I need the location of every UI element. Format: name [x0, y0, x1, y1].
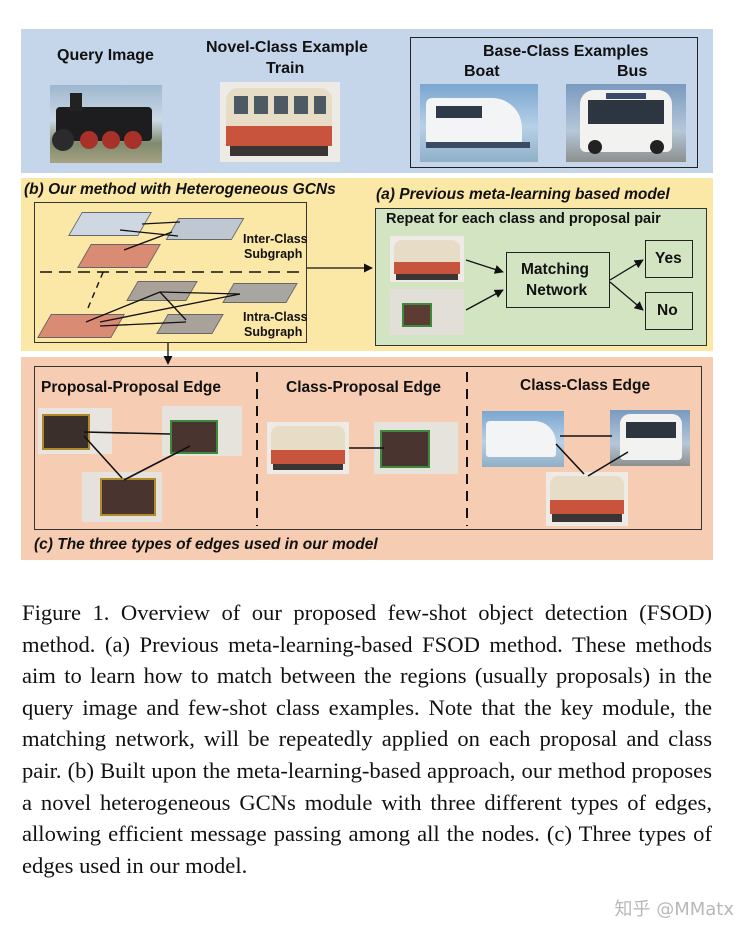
network-label: Network — [526, 282, 588, 299]
bus-photo — [566, 84, 686, 162]
subgraph-link-dashed — [87, 269, 105, 309]
yes-label: Yes — [655, 250, 682, 267]
inter-edge-2 — [141, 221, 181, 225]
no-box — [645, 292, 693, 330]
no-label: No — [657, 302, 678, 319]
method-inner-box — [34, 202, 307, 343]
matching-to-yes-arrow — [609, 259, 644, 281]
matching-label: Matching — [521, 261, 590, 278]
intra-edge-5 — [99, 321, 187, 327]
edges-panel — [21, 357, 713, 560]
novel-class-label: Novel-Class Example — [206, 39, 368, 56]
proposal-to-matching-arrow — [465, 289, 504, 311]
figure-caption: Figure 1. Overview of our proposed few-s… — [22, 600, 712, 878]
inter-edge-1 — [119, 229, 179, 237]
cc-class-bus — [610, 410, 690, 466]
pp-proposal-1 — [38, 408, 112, 454]
base-class-box — [410, 37, 698, 168]
query-image-photo — [50, 85, 162, 163]
intra-edge-2 — [99, 293, 241, 323]
intra-class-label: Intra-Class — [243, 310, 308, 324]
watermark: 知乎 @MMatx — [614, 899, 734, 920]
query-image-label: Query Image — [57, 47, 154, 64]
matching-network-box — [506, 252, 610, 308]
intra-edge-3 — [159, 291, 241, 295]
edges-inner-box — [34, 366, 702, 530]
intra-edge-4 — [159, 291, 187, 321]
method-panel-title: (b) Our method with Heterogeneous GCNs — [24, 181, 336, 198]
previous-proposal-photo — [390, 289, 464, 335]
previous-panel-title: (a) Previous meta-learning based model — [376, 186, 670, 203]
cc-edge-3 — [587, 451, 629, 477]
boat-photo — [420, 84, 538, 162]
class-class-label: Class-Class Edge — [520, 377, 651, 394]
intra-edge-1 — [85, 291, 161, 323]
cc-edge-2 — [555, 443, 585, 475]
inter-subgraph-label: Subgraph — [244, 247, 303, 261]
intra-subgraph-label: Subgraph — [244, 325, 303, 339]
repeat-label: Repeat for each class and proposal pair — [386, 211, 661, 227]
train-to-matching-arrow — [465, 259, 504, 274]
class-proposal-label: Class-Proposal Edge — [286, 379, 442, 396]
cc-class-train — [546, 472, 628, 526]
matching-to-no-arrow — [609, 281, 644, 311]
inter-edge-3 — [123, 231, 173, 251]
pp-proposal-3 — [82, 472, 162, 522]
boat-label: Boat — [464, 63, 500, 80]
bus-label: Bus — [617, 63, 648, 80]
edges-panel-footer: (c) The three types of edges used in our… — [34, 536, 378, 553]
cp-proposal — [374, 422, 458, 474]
cp-class-train — [267, 422, 349, 474]
inter-class-label: Inter-Class — [243, 232, 308, 246]
pp-edge-1 — [83, 431, 171, 435]
cc-class-boat — [482, 411, 564, 467]
previous-train-photo — [390, 236, 464, 282]
novel-train-photo — [220, 82, 340, 162]
pp-proposal-2 — [162, 406, 242, 456]
yes-box — [645, 240, 693, 278]
base-class-label: Base-Class Examples — [483, 43, 649, 60]
pp-edge-3 — [123, 445, 191, 481]
pp-edge-2 — [83, 435, 123, 479]
train-label: Train — [266, 60, 305, 77]
proposal-proposal-label: Proposal-Proposal Edge — [41, 379, 222, 396]
